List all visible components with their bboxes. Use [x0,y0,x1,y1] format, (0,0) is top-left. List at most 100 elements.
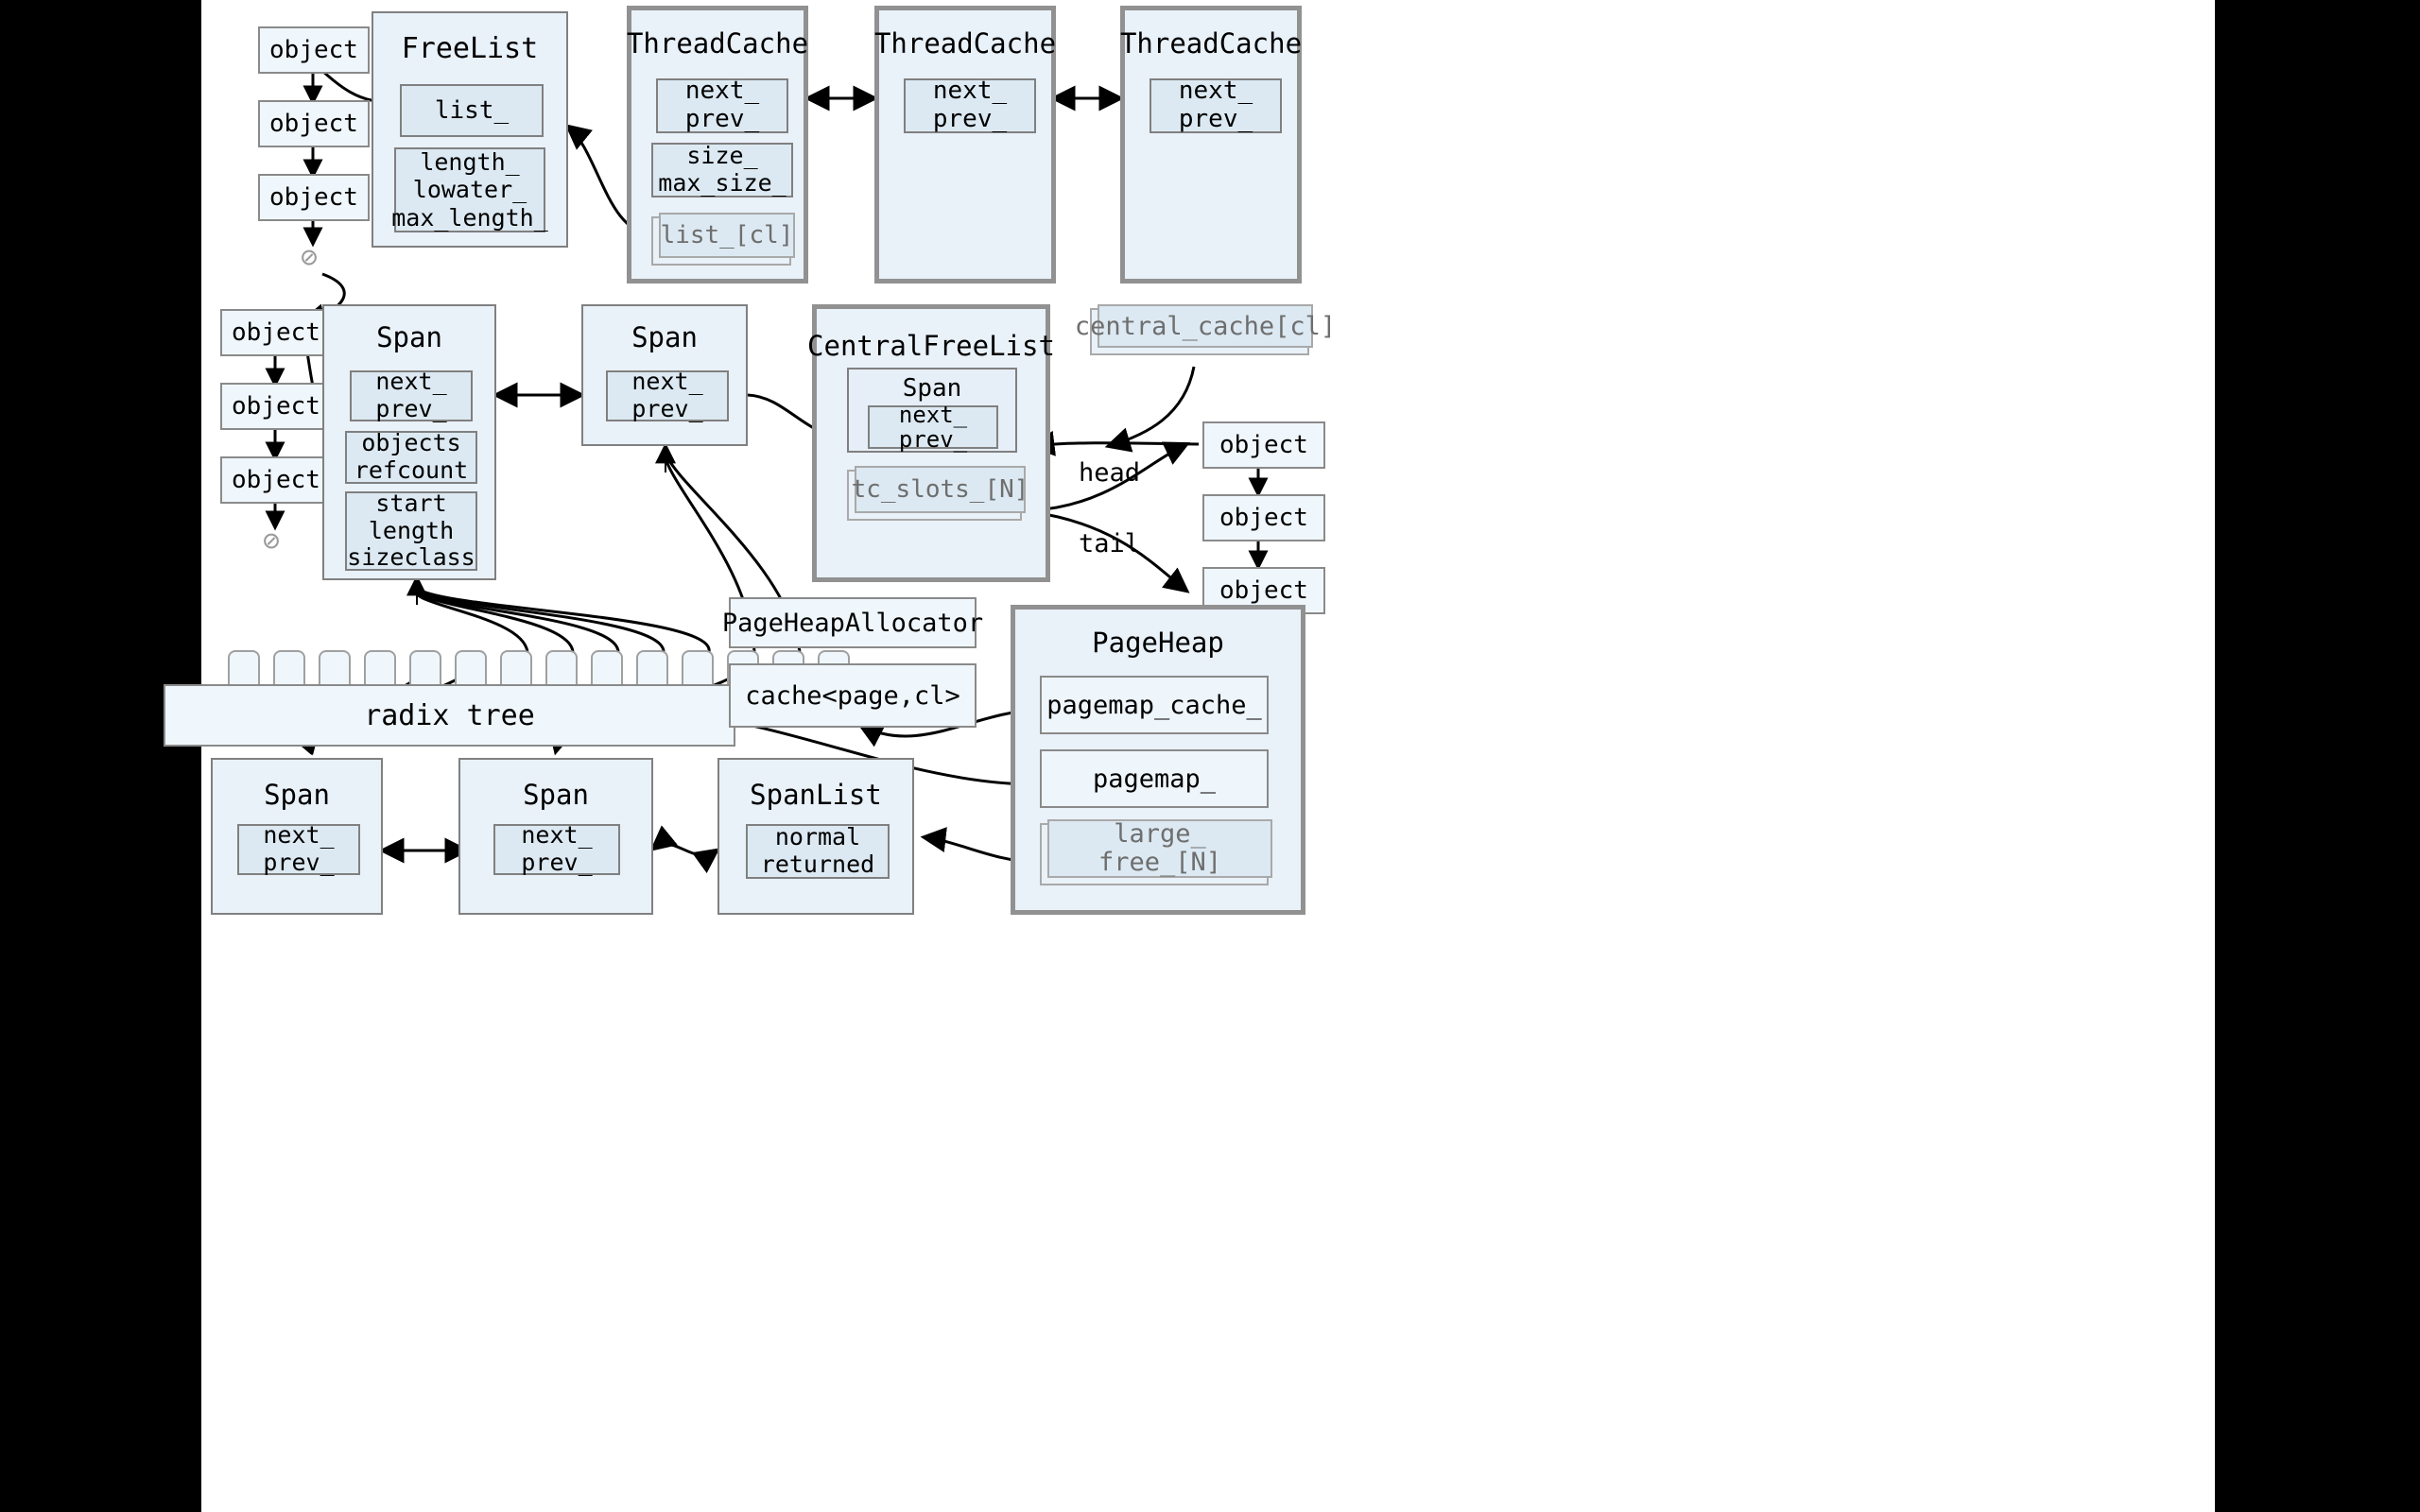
centralfreelist-box: CentralFreeList Span next_ prev_ tc_slot… [807,304,1055,582]
field-line: prev_ [631,395,703,422]
span-box-bottom-right: Span next_ prev_ [458,758,653,915]
field-line: max_size_ [658,169,786,197]
array-label: list_[cl] [660,221,794,249]
field-line: length [368,516,455,544]
field-line: next_ [932,77,1008,106]
threadcache-field-next-prev: next_ prev_ [656,77,788,133]
field-line: next_ [898,401,968,428]
field-line: sizeclass [347,543,475,572]
radix-tree-label: radix tree [364,698,535,732]
span-title: Span [523,779,589,811]
null-slash-icon: ⊘ [301,241,319,274]
object-box: object [1202,421,1325,469]
object-label: object [269,110,358,138]
field-line: next_ [1178,77,1253,106]
centralfreelist-span: Span next_ prev_ [847,368,1017,453]
freelist-field-list: list_ [400,84,544,137]
field-line: max_length_ [391,203,548,232]
span-field-next-prev: next_ prev_ [606,368,729,422]
span-box-mid: Span next_ prev_ [581,304,748,446]
null-slash-icon: ⊘ [263,524,281,558]
array-inner: tc_slots_[N] [851,466,1029,513]
field-line: next_ [375,368,447,396]
diagram-canvas: object object object ⊘ object object obj… [164,0,2215,1512]
span-field-next-prev: next_ prev_ [237,821,360,876]
threadcache-box: ThreadCache next_ prev_ size_ max_size_ … [627,6,808,284]
array-inner: central_cache[cl] [1075,304,1336,348]
threadcache-field-next-prev: next_ prev_ [1150,77,1282,133]
object-box: object [220,383,332,430]
head-label: head [1079,458,1141,488]
spanlist-field-normal: normal returned [746,823,890,879]
object-label: object [232,392,320,421]
threadcache-box: ThreadCache next_ prev_ [1120,6,1302,284]
object-box: object [258,174,370,221]
cache-page-cl-label: cache<page,cl> [745,680,960,711]
threadcache-array-list-cl: list_[cl] [651,213,795,266]
pageheap-title: PageHeap [1092,627,1224,659]
field-line: pagemap_cache_ [1046,690,1262,720]
pageheap-field-pagemap-cache: pagemap_cache_ [1040,676,1269,734]
span-title: Span [376,321,442,353]
pageheap-array-large-free: large_ free_[N] [1040,819,1272,885]
threadcache-box: ThreadCache next_ prev_ [874,6,1056,284]
field-line: next_ [263,821,335,850]
field-line: start [375,489,447,517]
threadcache-title: ThreadCache [626,27,809,60]
field-line: refcount [354,456,469,484]
field-line: next_ [684,77,760,106]
field-line: normal [774,823,861,851]
field-line: prev_ [263,849,335,876]
span-box-bottom-left: Span next_ prev_ [211,758,383,915]
threadcache-title: ThreadCache [1119,27,1303,60]
pageheap-box: PageHeap pagemap_cache_ pagemap_ large_ … [1011,605,1305,915]
object-label: object [1219,431,1308,459]
radix-tree-bar: radix tree [164,684,735,747]
field-line: pagemap_ [1092,764,1217,794]
freelist-title: FreeList [401,32,539,65]
tail-label: tail [1079,529,1141,558]
span-title: Span [631,321,698,353]
field-line: next_ [521,821,593,850]
field-line: objects [361,429,461,457]
span-field-next-prev: next_ prev_ [868,401,998,453]
span-box-left: Span next_ prev_ objects refcount start … [322,304,496,580]
field-line: size_ [686,142,758,170]
pageheap-field-pagemap: pagemap_ [1040,749,1269,808]
field-line: prev_ [521,849,593,876]
field-line: prev_ [375,395,447,422]
field-line: length_ [420,147,520,176]
object-box: object [1202,494,1325,541]
array-label: large_ [1114,818,1206,849]
field-line: prev_ [684,105,760,133]
span-field-objects: objects refcount [345,429,477,484]
array-label: central_cache[cl] [1074,311,1337,341]
object-label: object [1219,576,1308,605]
field-line: prev_ [898,426,968,453]
cache-page-cl-box: cache<page,cl> [729,663,977,728]
object-label: object [269,36,358,64]
threadcache-field-next-prev: next_ prev_ [904,77,1036,133]
span-field-next-prev: next_ prev_ [350,368,473,422]
span-field-next-prev: next_ prev_ [493,821,620,876]
freelist-field-length: length_ lowater_ max_length_ [391,147,548,232]
array-inner: list_[cl] [659,213,795,258]
object-box: object [220,456,332,504]
centralfreelist-title: CentralFreeList [807,330,1055,362]
field-line: prev_ [932,105,1008,133]
field-line: returned [760,850,875,878]
array-label: tc_slots_[N] [851,475,1029,504]
object-label: object [232,318,320,347]
array-inner: large_ free_[N] [1047,819,1272,878]
object-label: object [1219,504,1308,532]
spanlist-box: SpanList normal returned [717,758,914,915]
pageheapallocator-box: PageHeapAllocator [722,597,983,648]
threadcache-field-size: size_ max_size_ [651,142,793,198]
freelist-box: FreeList list_ length_ lowater_ max_leng… [372,11,568,248]
object-box: object [220,309,332,356]
span-field-start: start length sizeclass [345,489,477,572]
object-box: object [258,100,370,147]
field-line: prev_ [1178,105,1253,133]
threadcache-title: ThreadCache [873,27,1057,60]
